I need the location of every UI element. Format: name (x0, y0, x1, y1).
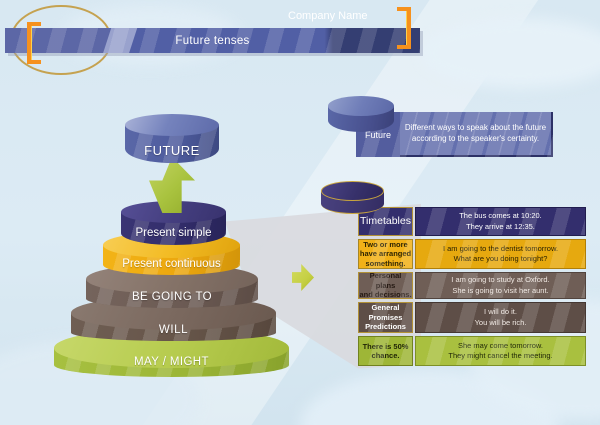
level-label: BE GOING TO (131, 291, 213, 303)
callout-cylinder-blue (328, 96, 394, 132)
row-text: I am going to study at Oxford. She is go… (415, 272, 586, 299)
future-callout-banner: Future Different ways to speak about the… (356, 112, 553, 157)
table-row: Two or more have arranged something. I a… (358, 239, 586, 269)
bracket-left-icon (27, 22, 41, 64)
row-text: The bus comes at 10:20. They arrive at 1… (415, 207, 586, 236)
row-text: I am going to the dentist tomorrow. What… (415, 239, 586, 269)
level-label: MAY / MIGHT (134, 356, 209, 368)
page-title: Future tenses (175, 34, 250, 47)
table-row: Timetables The bus comes at 10:20. They … (358, 207, 586, 236)
table-row: General Promises Predictions I will do i… (358, 302, 586, 333)
cylinder-present-continuous: Present continuous (103, 232, 240, 276)
callout-text: Different ways to speak about the future… (400, 112, 553, 157)
callout-cylinder-navy (321, 181, 384, 214)
row-label: Two or more have arranged something. (358, 239, 413, 269)
company-name: Company Name (288, 10, 368, 22)
row-text: She may come tomorrow. They might cancel… (415, 336, 586, 366)
bracket-right-icon (397, 7, 411, 49)
row-text: I will do it. You will be rich. (415, 302, 586, 333)
level-label: WILL (158, 324, 189, 336)
level-label: Present simple (135, 227, 212, 239)
row-label: There is 50% chance. (358, 336, 413, 366)
row-label: Personal plans and decisions. (358, 272, 413, 299)
cloud-shape (420, 18, 600, 88)
table-row: There is 50% chance. She may come tomorr… (358, 336, 586, 366)
level-label: FUTURE (144, 143, 200, 158)
title-banner: Future tenses (5, 28, 420, 53)
table-row: Personal plans and decisions. I am going… (358, 272, 586, 299)
level-label: Present continuous (122, 258, 221, 270)
cylinder-future: FUTURE (125, 114, 219, 164)
row-label: General Promises Predictions (358, 302, 413, 333)
banner-stripe (101, 28, 139, 53)
